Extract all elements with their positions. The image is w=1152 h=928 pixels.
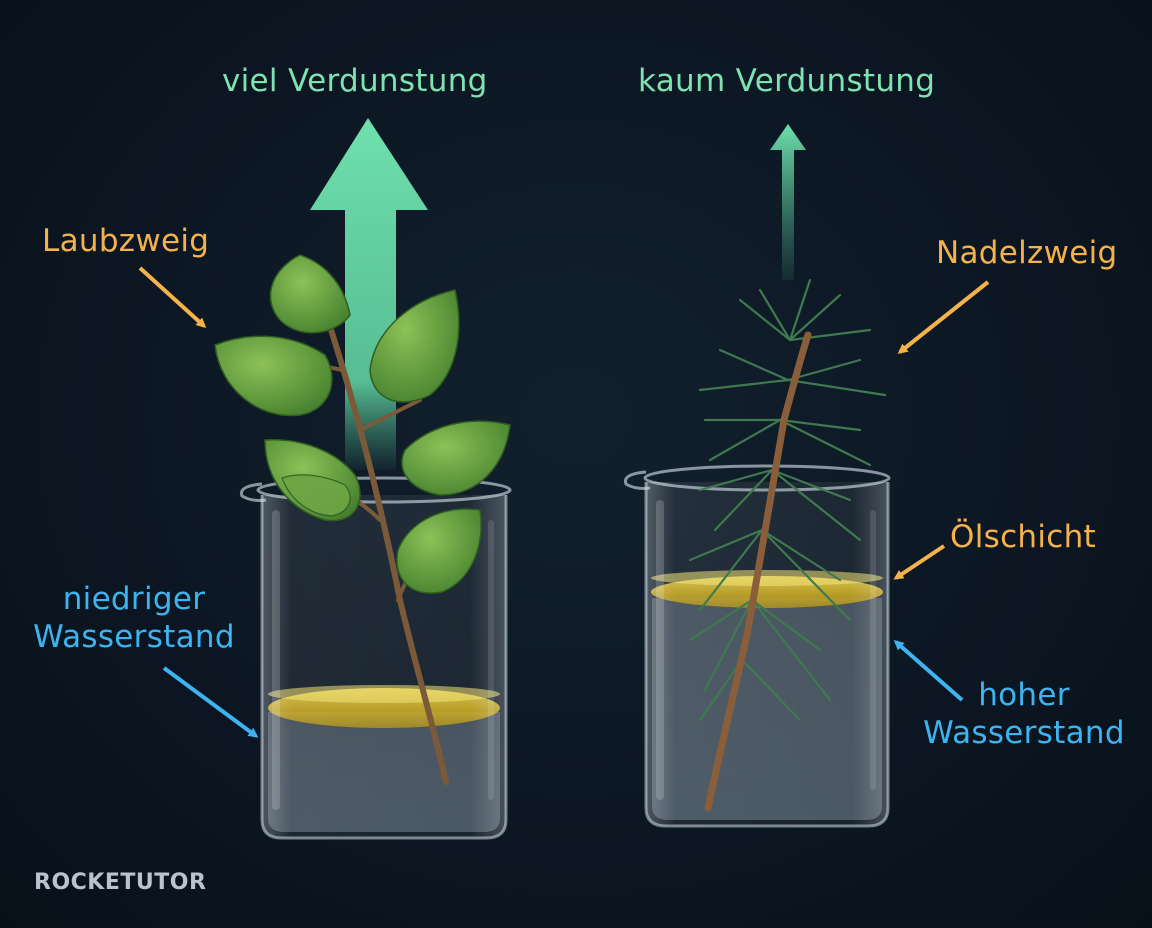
low-water-pointer-arrow (162, 666, 259, 738)
leaf (281, 474, 351, 517)
low-water-level-label-line1: niedriger (62, 581, 206, 617)
brand-logo: ROCKETUTOR (34, 870, 207, 895)
right-evaporation-label: kaum Verdunstung (638, 63, 936, 99)
laubzweig-label: Laubzweig (42, 223, 210, 259)
laubzweig-pointer-arrow (138, 266, 207, 329)
nadelzweig-label: Nadelzweig (936, 235, 1118, 271)
high-water-level-label-line1: hoher (978, 677, 1070, 713)
leaf (269, 254, 351, 334)
oil-pointer-arrow (893, 544, 946, 580)
needle-branch (688, 278, 887, 812)
leaf (396, 508, 482, 594)
nadelzweig-pointer-arrow (897, 280, 990, 354)
low-water-level-label-line2: Wasserstand (33, 619, 235, 655)
big-evaporation-arrow (310, 118, 428, 470)
leafy-branch (214, 254, 511, 785)
high-water-level-label: hoher Wasserstand (914, 676, 1134, 752)
left-evaporation-label: viel Verdunstung (222, 63, 488, 99)
small-evaporation-arrow (770, 124, 806, 280)
leaf (369, 289, 460, 403)
oil-layer-label: Ölschicht (950, 519, 1097, 555)
low-water-level-label: niedriger Wasserstand (26, 580, 242, 656)
leaf (214, 335, 333, 417)
high-water-level-label-line2: Wasserstand (923, 715, 1125, 751)
right-beaker (623, 464, 891, 828)
high-water-pointer-arrow (893, 640, 964, 702)
leaf (401, 420, 511, 496)
